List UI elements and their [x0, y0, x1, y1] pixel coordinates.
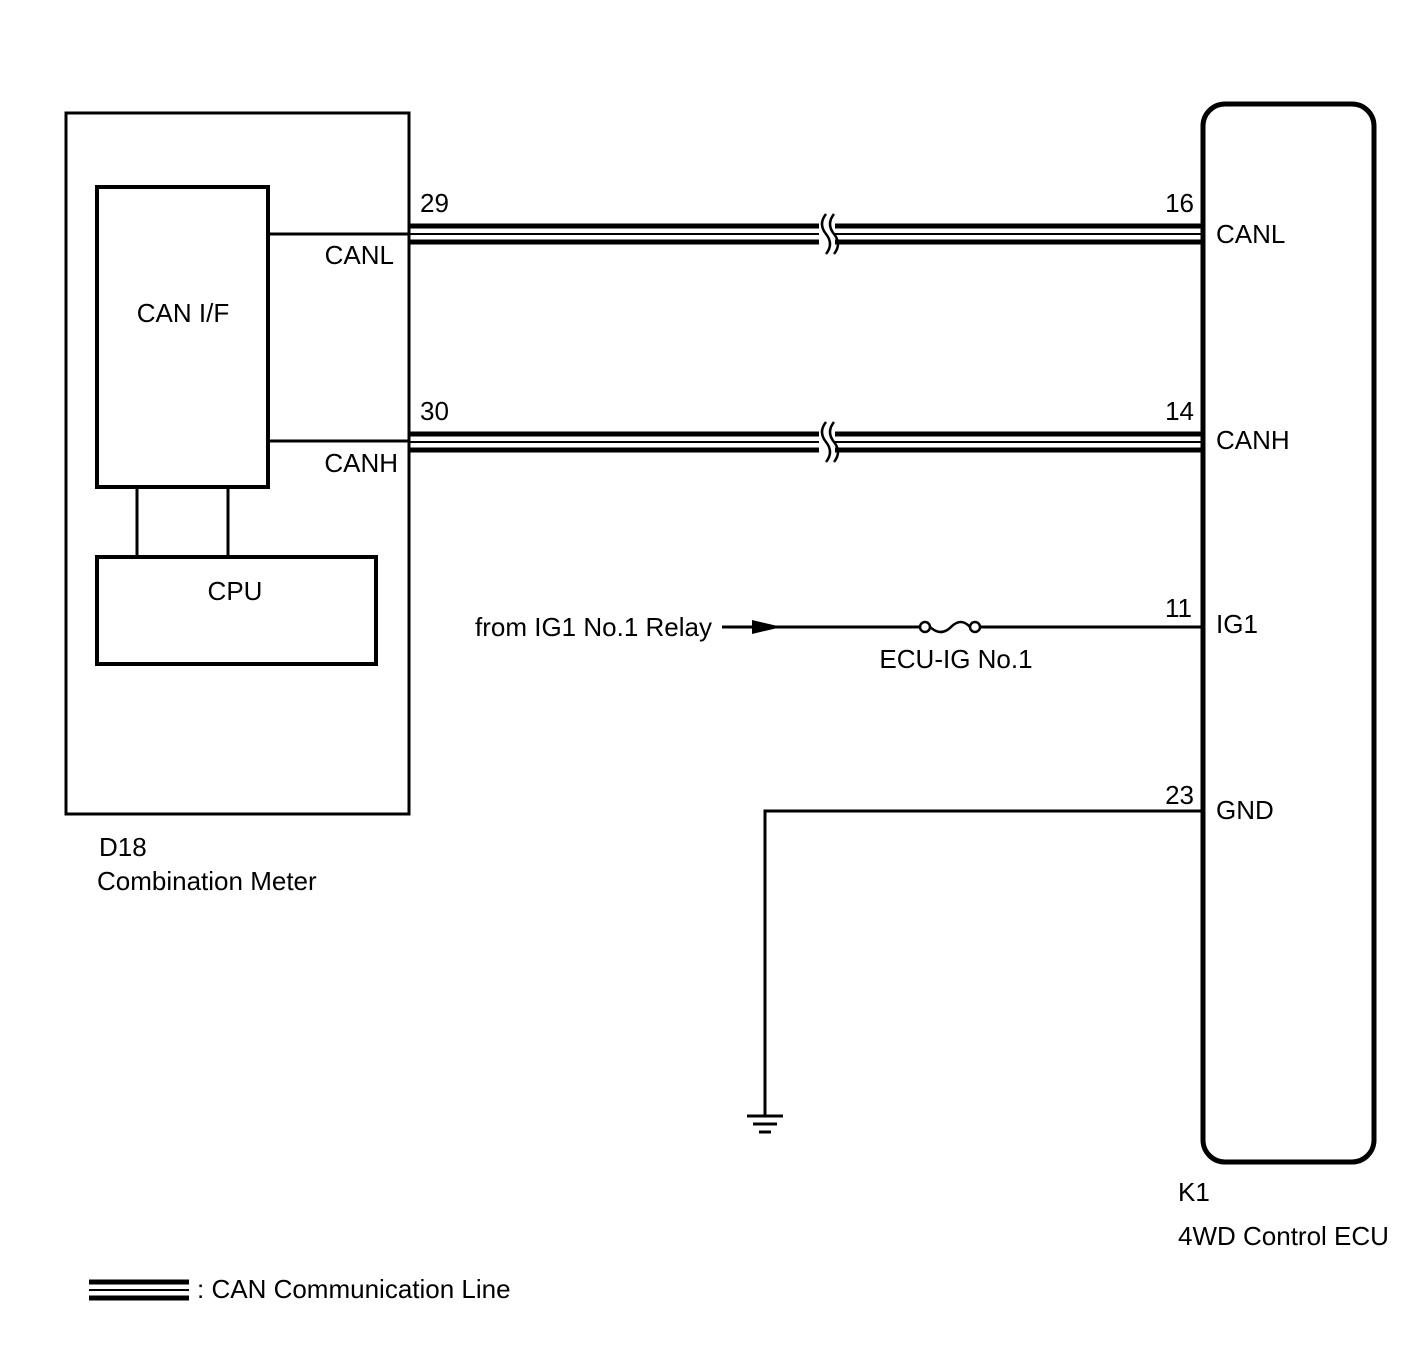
ecu-canh-pin-number: 14: [1165, 396, 1194, 426]
canh-can-line: [409, 421, 1203, 463]
can-if-block: [95, 185, 270, 489]
ground-circuit: [747, 809, 1203, 1134]
combination-meter: CAN I/F CPU CANL CANH 29 30 D18 Combinat…: [64, 111, 449, 896]
meter-canh-pin-number: 30: [420, 396, 449, 426]
legend: : CAN Communication Line: [89, 1274, 511, 1304]
arrow-right-icon: [752, 620, 782, 634]
canh-break-symbol: [820, 421, 832, 463]
meter-connector-code: D18: [99, 832, 147, 862]
meter-canh-signal-label: CANH: [324, 448, 398, 478]
cpu-label: CPU: [208, 576, 263, 606]
ecu-ig1-signal-label: IG1: [1216, 609, 1258, 639]
ecu-canh-signal-label: CANH: [1216, 425, 1290, 455]
legend-text: : CAN Communication Line: [197, 1274, 511, 1304]
ig1-power-circuit: from IG1 No.1 Relay ECU-IG No.1: [475, 612, 1203, 674]
cpu-block: [95, 555, 378, 666]
ecu-connector-code: K1: [1178, 1177, 1210, 1207]
ecu: 16 CANL 14 CANH 11 IG1 23 GND K1 4WD Con…: [1165, 101, 1389, 1251]
meter-component-name: Combination Meter: [97, 866, 317, 896]
power-source-label: from IG1 No.1 Relay: [475, 612, 712, 642]
ecu-gnd-signal-label: GND: [1216, 795, 1274, 825]
canl-can-line: [409, 213, 1203, 255]
fuse-icon: [918, 620, 982, 634]
ecu-ig1-pin-number: 11: [1165, 593, 1192, 623]
can-line-legend-symbol: [89, 1279, 189, 1301]
ecu-canl-signal-label: CANL: [1216, 219, 1285, 249]
can-bus-lines: [409, 213, 1203, 463]
ecu-box: [1200, 101, 1377, 1165]
can-if-label: CAN I/F: [137, 298, 229, 328]
ecu-gnd-pin-number: 23: [1165, 780, 1194, 810]
fuse-label: ECU-IG No.1: [879, 644, 1032, 674]
gnd-wire: [763, 809, 1203, 1116]
meter-canl-pin-number: 29: [420, 188, 449, 218]
meter-canl-signal-label: CANL: [325, 240, 394, 270]
ecu-component-name: 4WD Control ECU: [1178, 1221, 1389, 1251]
ground-icon: [747, 1114, 783, 1134]
combination-meter-box: [64, 111, 411, 816]
ecu-canl-pin-number: 16: [1165, 188, 1194, 218]
canl-break-symbol: [820, 213, 832, 255]
